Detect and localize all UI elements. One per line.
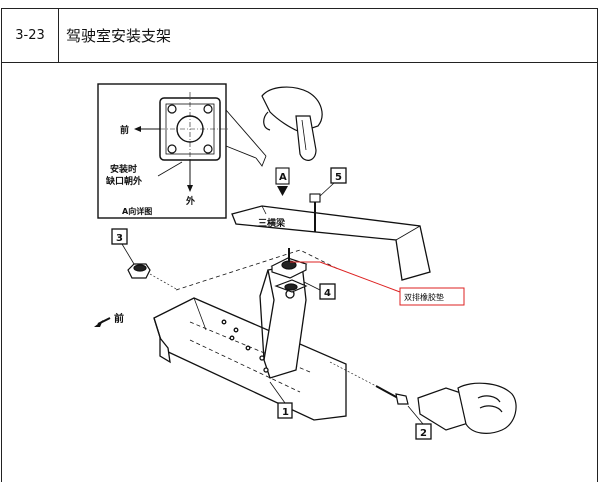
frame-rail [153,249,347,421]
section-title: 驾驶室安装支架 [66,27,172,45]
bolt-2-icon [329,361,409,405]
section-code: 3-23 [2,9,59,62]
table-frame: 3-23 驾驶室安装支架 [1,8,598,482]
rubber-pad-stack [270,248,308,293]
front-label: 前 [114,312,124,325]
part-number-3-label: 3 [116,233,123,244]
crossbeam-label: 三横梁 [258,217,286,229]
mounting-bracket [259,263,307,379]
callout [290,261,465,306]
view-a-label: A [279,172,287,183]
inset-install-note-2: 缺口朝外 [105,175,142,187]
part-number-5-label: 5 [335,172,342,183]
lower-hand-tool-icon [417,382,517,434]
inset-front-label: 前 [120,124,129,136]
callout-label: 双排橡胶垫 [404,292,444,302]
part-number-4: 4 [303,281,336,300]
part-number-1: 1 [269,381,293,419]
nut-3-icon [127,263,179,291]
view-a-marker [275,167,290,196]
part-number-2: 2 [407,405,432,440]
inset-detail-view [97,83,267,219]
part-number-3: 3 [111,228,135,265]
part-number-4-label: 4 [324,288,331,299]
part-number-5: 5 [319,167,347,197]
part-number-1-label: 1 [282,407,289,418]
front-arrow-icon [94,317,111,327]
crossbeam [231,205,431,281]
bolt-5-icon [309,193,321,232]
upper-hand-tool-icon [261,86,323,161]
part-number-2-label: 2 [420,428,427,439]
inset-outside-label: 外 [185,195,195,207]
inset-install-note-1: 安装时 [110,163,137,175]
inset-view-caption: A向详图 [122,206,152,216]
header-row: 3-23 驾驶室安装支架 [2,9,597,63]
